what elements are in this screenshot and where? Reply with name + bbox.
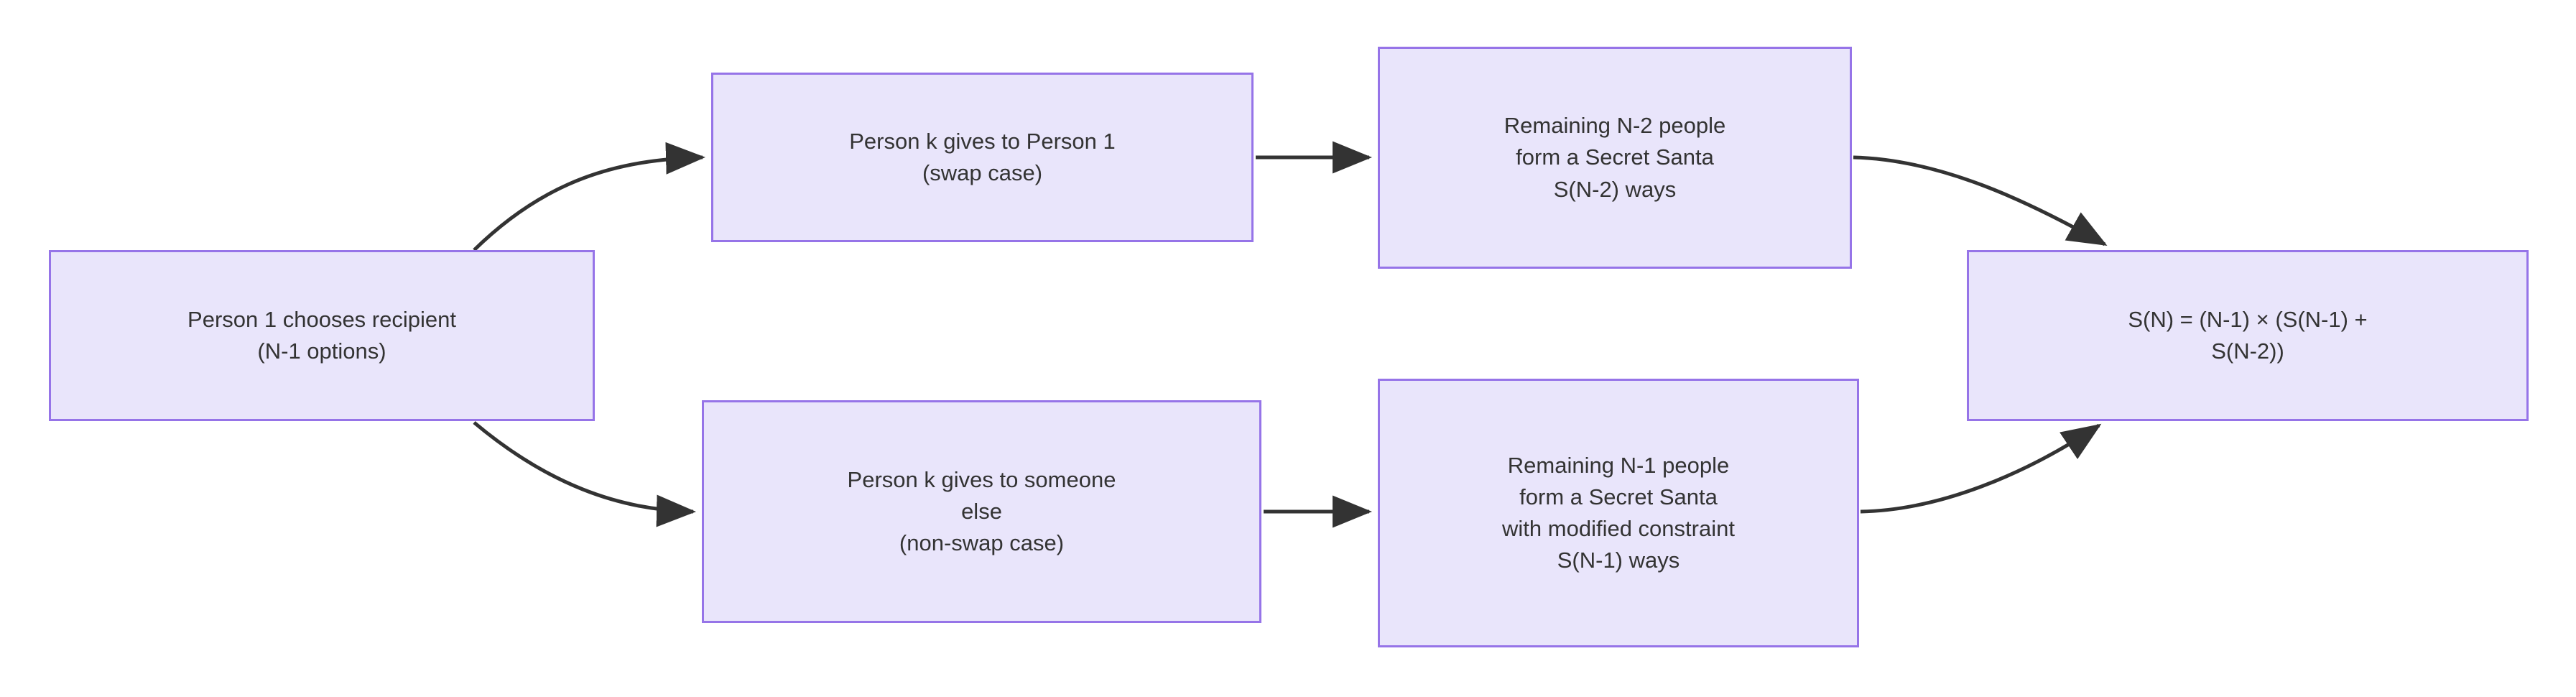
node-line: S(N) = (N-1) × (S(N-1) + xyxy=(2128,306,2368,332)
node-line: Remaining N-2 people xyxy=(1504,113,1726,139)
edge-sn2-to-result xyxy=(1853,155,2108,246)
node-remaining-n-minus-1[interactable]: Remaining N-1 people form a Secret Santa… xyxy=(1378,379,1859,647)
node-line: else xyxy=(961,498,1002,524)
node-line: Person 1 chooses recipient xyxy=(187,306,456,332)
node-line: (N-1 options) xyxy=(257,338,386,364)
node-line: with modified constraint xyxy=(1502,516,1735,541)
node-line: form a Secret Santa xyxy=(1516,144,1714,170)
node-line: S(N-2)) xyxy=(2211,338,2284,364)
node-line: Person k gives to Person 1 xyxy=(849,128,1116,154)
node-line: (swap case) xyxy=(922,160,1043,185)
node-person-1-chooses-recipient[interactable]: Person 1 chooses recipient (N-1 options) xyxy=(49,250,595,421)
node-swap-case[interactable]: Person k gives to Person 1 (swap case) xyxy=(711,73,1254,242)
node-non-swap-case[interactable]: Person k gives to someone else (non-swap… xyxy=(702,400,1261,623)
node-line: S(N-2) ways xyxy=(1553,176,1677,202)
node-line: Remaining N-1 people xyxy=(1507,452,1730,478)
node-recurrence-result[interactable]: S(N) = (N-1) × (S(N-1) + S(N-2)) xyxy=(1967,250,2529,421)
node-remaining-n-minus-2[interactable]: Remaining N-2 people form a Secret Santa… xyxy=(1378,47,1852,269)
edge-start-to-swap xyxy=(473,142,705,251)
node-line: form a Secret Santa xyxy=(1519,484,1718,509)
edge-sn1-to-result xyxy=(1860,423,2102,514)
edge-start-to-nonswap xyxy=(473,421,696,527)
node-line: Person k gives to someone xyxy=(847,466,1116,492)
node-line: S(N-1) ways xyxy=(1557,548,1680,573)
node-line: (non-swap case) xyxy=(899,530,1065,555)
